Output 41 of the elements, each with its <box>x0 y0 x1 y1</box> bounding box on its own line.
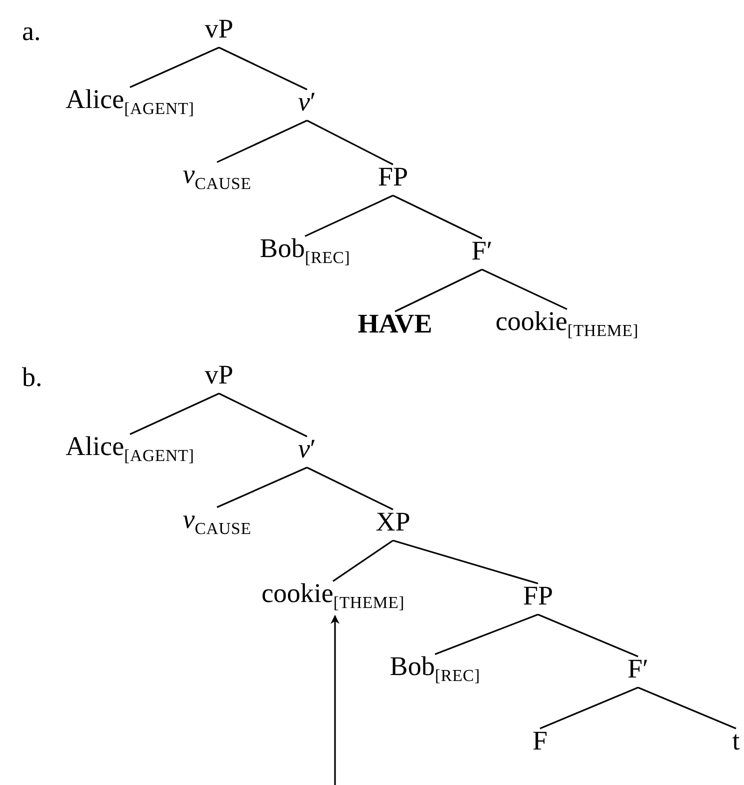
tree-branch <box>130 46 220 88</box>
tree-node-label: vP <box>204 360 234 392</box>
tree-node-label: v$_{CAUSE}$ <box>182 505 252 541</box>
tree-branch <box>130 392 220 435</box>
tree-branch <box>332 540 394 582</box>
tree-branch <box>482 268 568 310</box>
example-number: b. <box>22 364 42 391</box>
example-number: a. <box>22 18 41 45</box>
tree-branch <box>434 614 538 655</box>
tree-node-label: Bob$_{[REC]}$ <box>260 234 350 270</box>
tree-branch <box>306 466 394 510</box>
tree-node-label: XP <box>376 508 410 538</box>
tree-node-label: Alice$_{[AGENT]}$ <box>66 432 194 468</box>
tree-branch <box>538 614 638 658</box>
tree-node-label: F′ <box>628 654 648 686</box>
tree-node-label: Bob$_{[REC]}$ <box>390 652 480 688</box>
tree-node-label: F′ <box>472 236 492 268</box>
tree-node-label: t <box>732 726 740 758</box>
tree-node-label: F <box>532 726 548 758</box>
tree-branch <box>218 46 308 90</box>
tree-branch <box>638 686 736 730</box>
tree-branch <box>218 392 308 438</box>
tree-branch <box>392 194 482 240</box>
tree-node-label: v′ <box>298 88 316 118</box>
tree-branch <box>216 120 308 163</box>
tree-node-label: Alice$_{[AGENT]}$ <box>66 85 194 121</box>
tree-branch <box>306 120 394 166</box>
tree-branch <box>540 686 638 730</box>
tree-node-label: cookie$_{[THEME]}$ <box>261 579 405 615</box>
tree-node-label: FP <box>378 162 408 194</box>
tree-branch <box>304 194 394 237</box>
tree-node-label: FP <box>522 582 554 612</box>
tree-node-label: HAVE <box>358 310 432 340</box>
tree-node-label: v$_{CAUSE}$ <box>182 160 252 196</box>
tree-branch <box>392 540 538 584</box>
tree-branch <box>394 268 482 312</box>
tree-node-label: cookie$_{[THEME]}$ <box>495 307 639 343</box>
tree-node-label: v′ <box>298 434 316 466</box>
tree-node-label: vP <box>204 14 234 46</box>
tree-branch <box>216 466 308 508</box>
movement-arrow <box>330 614 340 785</box>
